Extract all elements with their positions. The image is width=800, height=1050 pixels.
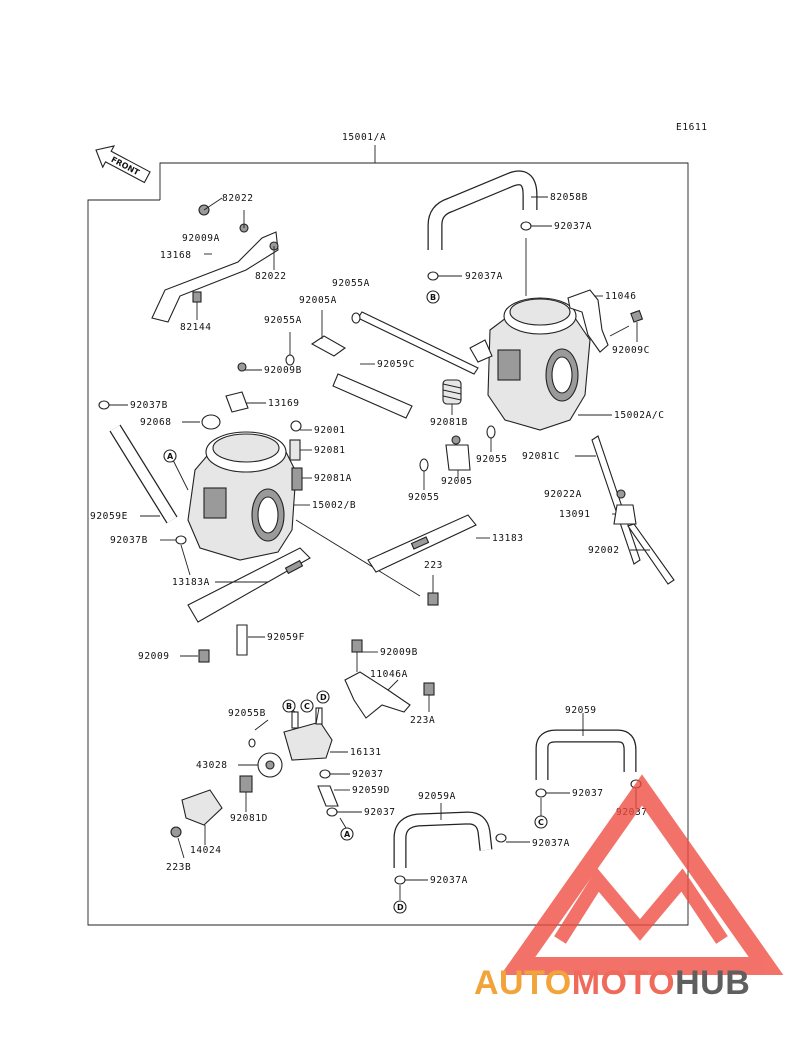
part-label: 92009B [264,365,302,376]
bracket-11046a [344,639,435,719]
watermark-moto: MOTO [571,964,676,1002]
svg-text:B: B [430,293,436,302]
part-label: 92005 [441,476,473,487]
part-label: 92002 [588,545,620,556]
tube-92059e [98,400,191,576]
part-label: 223B [166,862,191,873]
part-label: 92059F [267,632,305,643]
part-label: 92081 [314,445,346,456]
part-label: 92001 [314,425,346,436]
part-label: 14024 [190,845,222,856]
part-label: 92059D [352,785,390,796]
part-label: 11046 [605,291,637,302]
part-label: 15002A/C [614,410,665,421]
part-label: 92081B [430,417,468,428]
part-label: 92037A [430,875,468,886]
bracket-13168 [151,197,279,323]
part-label: 223A [410,715,435,726]
part-label: 92059E [90,511,128,522]
bracket-11046 [567,289,644,353]
part-label: 92005A [299,295,337,306]
part-label: 82144 [180,322,212,333]
part-label: 92081A [314,473,352,484]
watermark-auto: AUTO [474,964,572,1002]
diagram-frame [87,162,689,926]
watermark-logo-icon [500,774,784,975]
part-label: 92009A [182,233,220,244]
svg-text:D: D [397,903,404,912]
part-label: 92037B [110,535,148,546]
part-label: 92055A [332,278,370,289]
fuel-valve [170,707,362,859]
part-label: 92055B [228,708,266,719]
hose-82058b [427,170,552,296]
part-label: 92068 [140,417,172,428]
part-label: 16131 [350,747,382,758]
carburetor-left [182,391,421,597]
rails [180,514,490,663]
svg-text:A: A [344,830,351,839]
part-label: 13091 [559,509,591,520]
part-label: 92037A [532,838,570,849]
part-labels: 15001/A E1611 82022 92009A 82022 13168 8… [90,122,708,886]
svg-text:D: D [320,693,327,702]
lower-hoses [393,713,642,900]
part-label: 92055 [476,454,508,465]
part-label: 13183 [492,533,524,544]
part-label: 223 [424,560,443,571]
callout-markers: B A B C D A C D [163,290,548,914]
watermark-text: AUTOMOTOHUB [474,964,750,1003]
part-label: 92055A [264,315,302,326]
part-label: 92037B [130,400,168,411]
part-label: 92037A [554,221,592,232]
svg-text:A: A [167,452,174,461]
part-label: 92059C [377,359,415,370]
central-fittings [237,310,479,419]
part-label: 13168 [160,250,192,261]
part-label: 92022A [544,489,582,500]
part-label: 92009 [138,651,170,662]
svg-text:C: C [304,702,310,711]
diagram-code: E1611 [676,122,708,133]
svg-text:B: B [286,702,292,711]
part-label: 15001/A [342,132,386,143]
part-label: 11046A [370,669,408,680]
part-label: 92055 [408,492,440,503]
part-label: 82022 [255,271,287,282]
part-label: 92059A [418,791,456,802]
part-label: 15002/B [312,500,356,511]
carburetor-right [469,297,612,431]
part-label: 92009B [380,647,418,658]
part-label: 82022 [222,193,254,204]
watermark-hub: HUB [675,964,751,1002]
part-label: 92037 [364,807,396,818]
svg-text:C: C [538,818,544,827]
part-label: 13183A [172,577,210,588]
part-label: 92037 [572,788,604,799]
part-label: 43028 [196,760,228,771]
part-label: 92081D [230,813,268,824]
part-label: 92081C [522,451,560,462]
part-label: 92009C [612,345,650,356]
front-arrow-icon: FRONT [95,145,151,184]
part-label: 92037A [465,271,503,282]
part-label: 13169 [268,398,300,409]
springs-right [419,379,675,585]
part-label: 92037 [352,769,384,780]
part-label: 92059 [565,705,597,716]
part-label: 82058B [550,192,588,203]
